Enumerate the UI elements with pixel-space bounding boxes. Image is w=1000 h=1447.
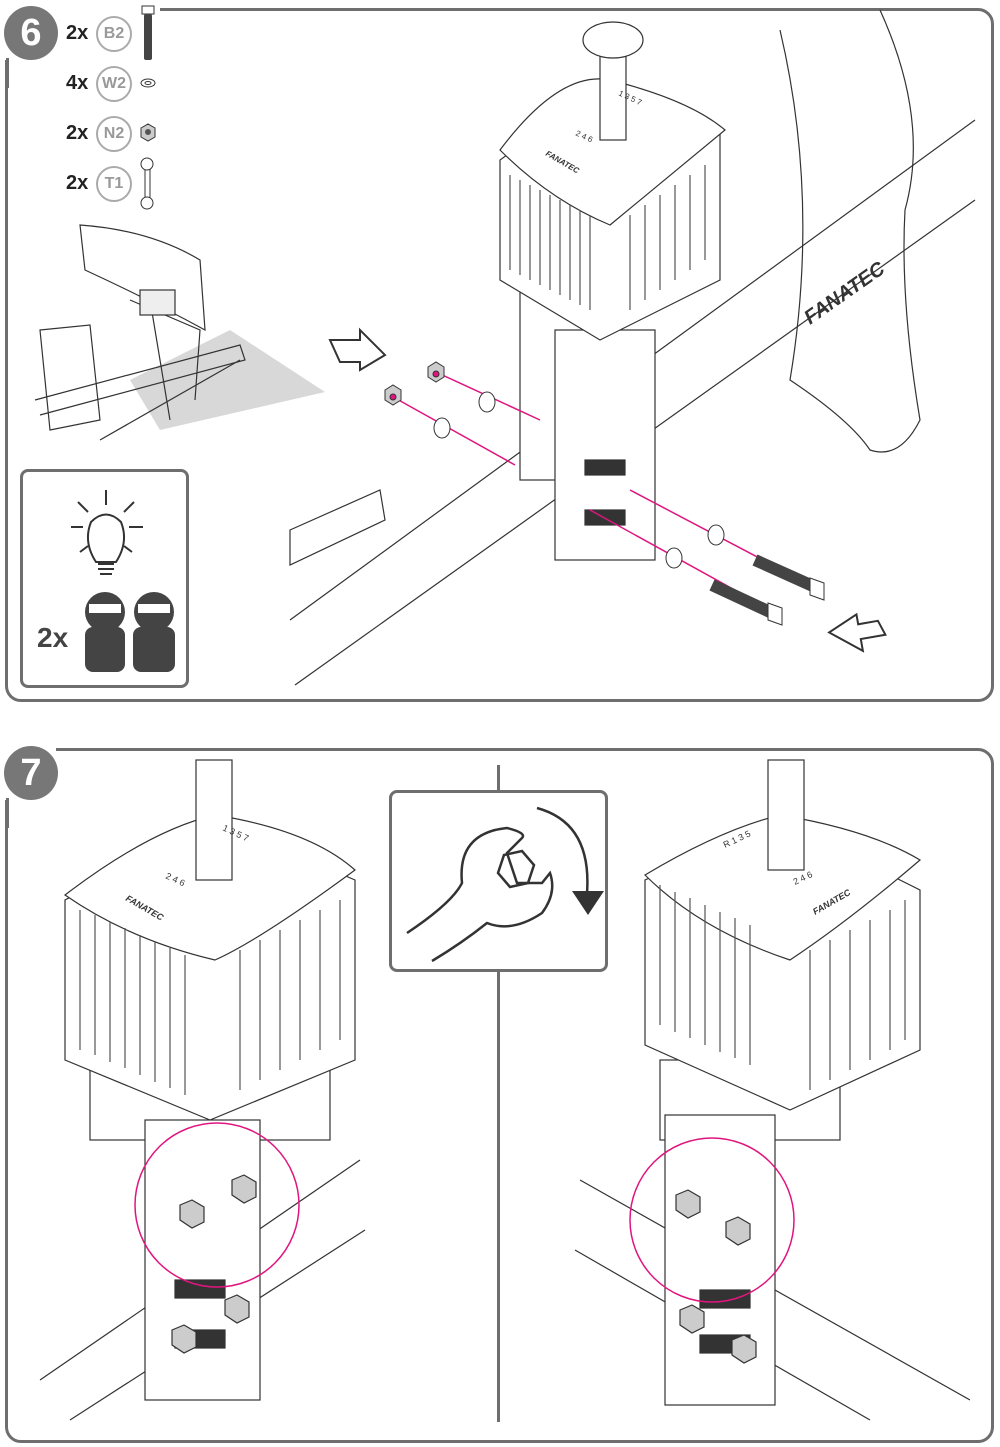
people-count: 2x [37, 622, 69, 653]
step-number-badge: 6 [4, 6, 58, 60]
part-qty: 2x [66, 22, 89, 44]
step-7-panel [5, 748, 994, 1443]
step-6-panel [5, 8, 994, 702]
two-people-icon [85, 592, 175, 672]
tip-box: 2x [20, 469, 189, 688]
washer-icon [140, 78, 156, 88]
bolt-icon [709, 554, 825, 626]
wrench-icon [140, 157, 154, 210]
part-code: W2 [96, 66, 132, 102]
part-qty: 4x [66, 72, 89, 94]
shifter-unit [39, 759, 366, 1421]
tip-illustration [71, 490, 175, 672]
cockpit-rail [289, 9, 976, 686]
part-code: T1 [96, 166, 132, 202]
shifter-unit [499, 21, 726, 561]
highlight-circle [629, 1137, 795, 1303]
arrow-insert-icon [827, 612, 887, 653]
highlight-circle [134, 1122, 300, 1288]
part-code: N2 [96, 116, 132, 152]
frame-edge [6, 798, 9, 828]
frame-edge [160, 8, 190, 11]
shifter-unit [574, 759, 971, 1421]
lightbulb-icon [71, 490, 143, 575]
step-number-badge: 7 [4, 746, 58, 800]
tighten-instruction-box [389, 790, 608, 972]
divider [497, 765, 500, 1422]
cockpit-thumbnail [34, 224, 325, 441]
part-qty: 2x [66, 172, 89, 194]
arrow-insert-icon [328, 327, 387, 372]
nut-icon [140, 123, 156, 142]
part-qty: 2x [66, 122, 89, 144]
wrench-tighten-icon [406, 806, 604, 963]
part-code: B2 [96, 16, 132, 52]
frame-edge [6, 58, 9, 88]
nuts-and-washers [384, 361, 725, 569]
bolt-icon [141, 5, 155, 60]
